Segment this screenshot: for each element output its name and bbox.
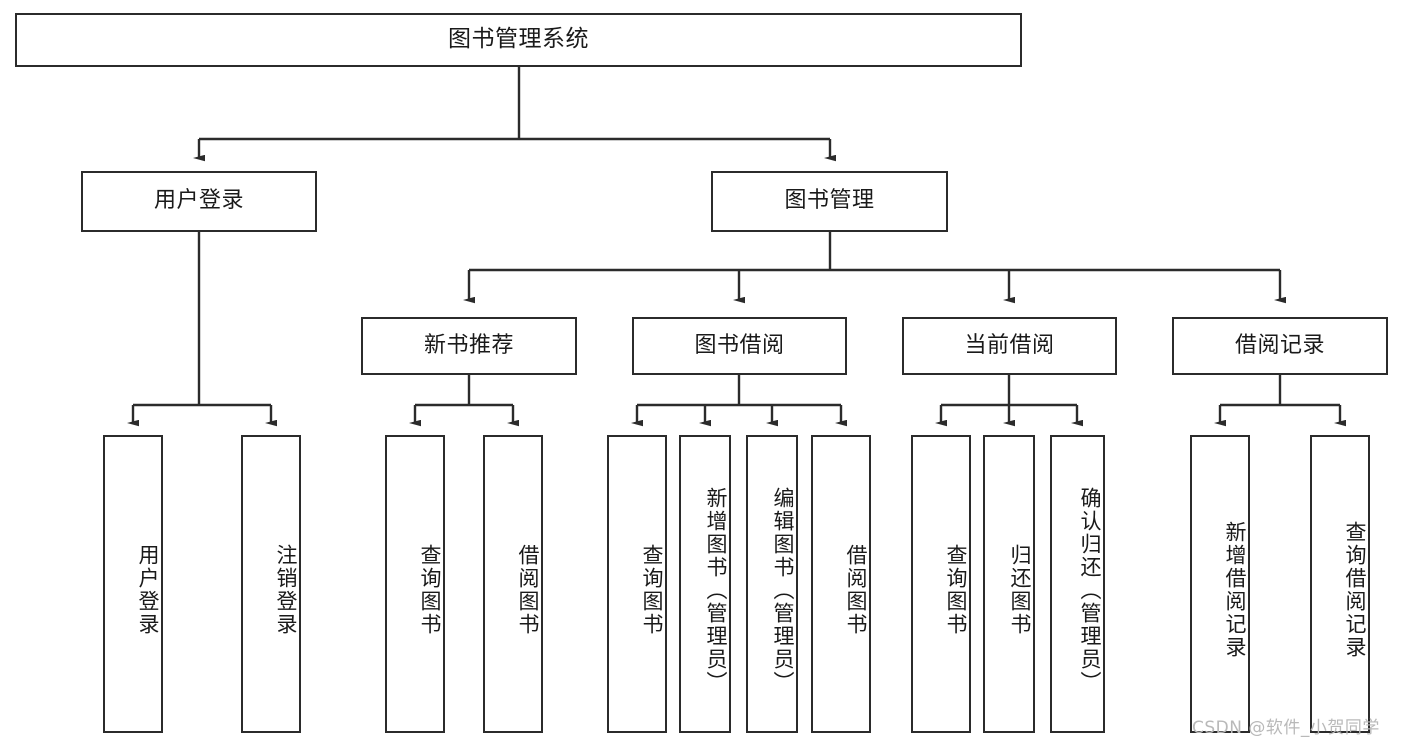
node-label: 图书借阅: [694, 332, 785, 358]
leaf-user-login[interactable]: 用户登录: [103, 435, 163, 733]
leaf-query-borrow-record[interactable]: 查询借阅记录: [1310, 435, 1370, 733]
node-label: 查询借阅记录: [1343, 521, 1367, 659]
node-label: 编辑图书（管理员）: [771, 486, 795, 694]
node-label: 图书管理: [784, 188, 875, 214]
node-new-book-recommendation[interactable]: 新书推荐: [361, 317, 577, 375]
leaf-edit-book-admin[interactable]: 编辑图书（管理员）: [746, 435, 798, 733]
node-label: 借阅记录: [1234, 332, 1325, 358]
node-label: 查询图书: [640, 544, 664, 636]
node-label: 查询图书: [418, 544, 442, 636]
node-label: 新增图书（管理员）: [704, 486, 728, 694]
node-borrow-records[interactable]: 借阅记录: [1172, 317, 1388, 375]
node-label: 归还图书: [1008, 544, 1032, 636]
node-book-borrowing[interactable]: 图书借阅: [632, 317, 847, 375]
leaf-query-books-recommend[interactable]: 查询图书: [385, 435, 445, 733]
leaf-add-book-admin[interactable]: 新增图书（管理员）: [679, 435, 731, 733]
node-label: 查询图书: [944, 544, 968, 636]
node-label: 借阅图书: [516, 544, 540, 636]
leaf-query-books-current[interactable]: 查询图书: [911, 435, 971, 733]
node-label: 新增借阅记录: [1223, 521, 1247, 659]
csdn-watermark: CSDN @软件_小贺同学: [1192, 718, 1380, 738]
node-label: 新书推荐: [423, 332, 514, 358]
leaf-return-books[interactable]: 归还图书: [983, 435, 1035, 733]
node-current-borrowing[interactable]: 当前借阅: [902, 317, 1117, 375]
leaf-logout[interactable]: 注销登录: [241, 435, 301, 733]
node-label: 注销登录: [274, 544, 298, 636]
node-label: 图书管理系统: [448, 26, 589, 53]
node-user-login[interactable]: 用户登录: [81, 171, 317, 232]
leaf-borrow-books[interactable]: 借阅图书: [811, 435, 871, 733]
node-label: 确认归还（管理员）: [1078, 486, 1102, 694]
leaf-confirm-return-admin[interactable]: 确认归还（管理员）: [1050, 435, 1105, 733]
leaf-query-books-borrowing[interactable]: 查询图书: [607, 435, 667, 733]
node-label: 用户登录: [136, 544, 160, 636]
node-label: 当前借阅: [964, 332, 1055, 358]
leaf-borrow-books-recommend[interactable]: 借阅图书: [483, 435, 543, 733]
node-book-management[interactable]: 图书管理: [711, 171, 948, 232]
leaf-add-borrow-record[interactable]: 新增借阅记录: [1190, 435, 1250, 733]
node-label: 用户登录: [153, 188, 244, 214]
node-label: 借阅图书: [844, 544, 868, 636]
node-root-library-system[interactable]: 图书管理系统: [15, 13, 1022, 67]
